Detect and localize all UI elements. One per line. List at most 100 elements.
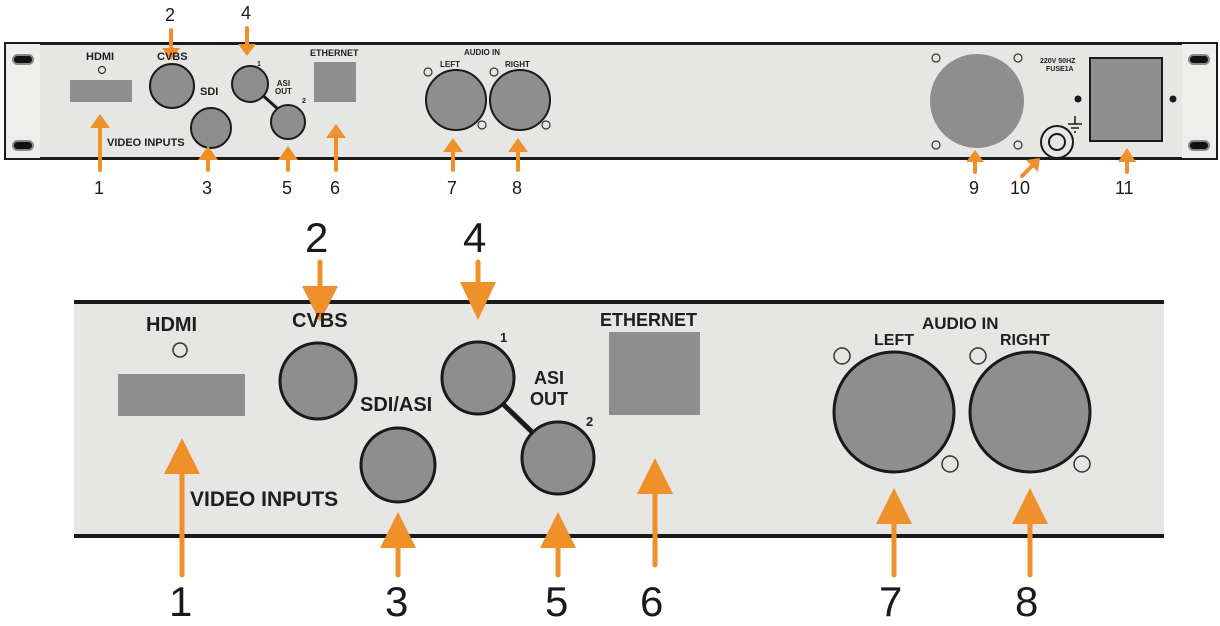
ethernet-port [314,62,356,102]
callout-number-6: 6 [330,178,341,198]
fan-grille [930,54,1024,148]
zoom-arrow-2 [302,259,338,322]
mount-slot [12,54,34,65]
video-inputs-label-zoom: VIDEO INPUTS [190,488,339,511]
callout-number-5: 5 [282,178,293,198]
screw-hole [477,120,487,130]
zoom-arrow-4 [460,259,496,320]
ground-terminal [1040,125,1074,159]
ground-icon [1068,116,1082,133]
screw-hole-zoom [1073,455,1091,473]
callout-number-11: 11 [1115,178,1134,198]
sdi-asi-connector-zoom [359,426,437,504]
callout-arrow-8 [508,138,528,172]
audio-right-connector-zoom [968,350,1092,474]
asi-out-label: ASI OUT [275,79,292,96]
ethernet-port-zoom [609,332,700,415]
screw-hole [489,67,499,77]
hdmi-port [70,80,132,102]
audio-left-connector-zoom [832,350,956,474]
cvbs-connector [149,63,195,109]
audio-in-label-zoom: AUDIO IN [922,314,999,333]
audio-left-connector [425,69,487,131]
zoom-number-4: 4 [463,214,487,261]
callout-arrow-11 [1118,148,1136,174]
callout-number-2: 2 [165,5,176,25]
audio-left-label-zoom: LEFT [874,332,914,349]
zoom-number-7: 7 [879,578,903,625]
asi-out-1-connector-zoom [440,340,516,416]
asi-2-label-zoom: 2 [586,414,594,429]
zoom-arrow-8 [1012,488,1048,578]
screw-hole [1013,140,1023,150]
callout-arrow-9 [966,150,984,174]
hdmi-port-zoom [118,374,245,416]
zoom-number-6: 6 [640,578,664,625]
callout-number-8: 8 [512,178,523,198]
asi-2-label: 2 [302,98,306,105]
callout-number-9: 9 [969,178,980,198]
asi-out-2-connector [270,104,306,140]
right-rack-ear [1180,42,1218,160]
mount-slot [1188,54,1210,65]
asi-1-label: 1 [257,61,261,68]
callout-arrow-10 [1020,158,1040,178]
zoom-number-5: 5 [545,578,569,625]
power-socket [1089,57,1163,142]
zoom-arrow-1 [164,438,200,578]
zoom-number-2: 2 [305,214,329,261]
screw-hole-zoom [833,347,851,365]
zoom-number-3: 3 [385,578,409,625]
callout-number-3: 3 [202,178,213,198]
sdi-label: SDI [200,86,219,98]
callout-arrow-6 [326,124,346,172]
audio-right-connector [489,69,551,131]
callout-number-4: 4 [241,3,252,23]
video-inputs-label: VIDEO INPUTS [107,137,185,149]
ethernet-label-zoom: ETHERNET [600,310,698,330]
cvbs-label: CVBS [157,51,188,63]
callout-arrow-7 [443,138,463,172]
asi-1-label-zoom: 1 [500,330,508,345]
ethernet-label: ETHERNET [310,48,359,58]
hdmi-label: HDMI [86,51,115,63]
ground-terminal-inner [1048,133,1066,151]
zoom-number-8: 8 [1015,578,1039,625]
zoom-arrow-3 [380,512,416,578]
callout-arrow-5 [278,146,298,172]
zoom-arrow-7 [876,488,912,578]
screw-hole [931,53,941,63]
callout-arrow-4 [238,26,256,56]
audio-right-label: RIGHT [505,60,530,69]
led-indicator-zoom [172,342,188,358]
asi-out-2-connector-zoom [520,420,596,496]
callout-number-7: 7 [447,178,458,198]
fuse-label: FUSE1A [1046,66,1074,73]
mount-slot [1188,140,1210,151]
asi-out-1-connector [231,65,269,103]
cvbs-connector-zoom [278,341,358,421]
screw-hole-zoom [969,347,987,365]
power-rating-label: 220V 50HZ [1040,58,1076,65]
zoom-arrow-5 [540,512,576,578]
audio-in-label: AUDIO IN [464,48,500,57]
screw-hole [931,140,941,150]
asi-out-label-zoom: ASI OUT [530,368,568,409]
screw-hole [1013,53,1023,63]
zoom-number-1: 1 [169,578,193,625]
sdi-asi-label-zoom: SDI/ASI [360,394,433,416]
sdi-connector [190,107,232,149]
zoom-arrow-6 [637,458,673,568]
mount-slot [12,140,34,151]
left-rack-ear [4,42,42,160]
mount-hole [1169,95,1177,103]
callout-arrow-1 [90,114,110,172]
screw-hole [541,120,551,130]
led-indicator [97,65,107,75]
screw-hole [423,67,433,77]
audio-right-label-zoom: RIGHT [1000,332,1050,349]
screw-hole-zoom [941,455,959,473]
cvbs-label-zoom: CVBS [292,310,348,332]
